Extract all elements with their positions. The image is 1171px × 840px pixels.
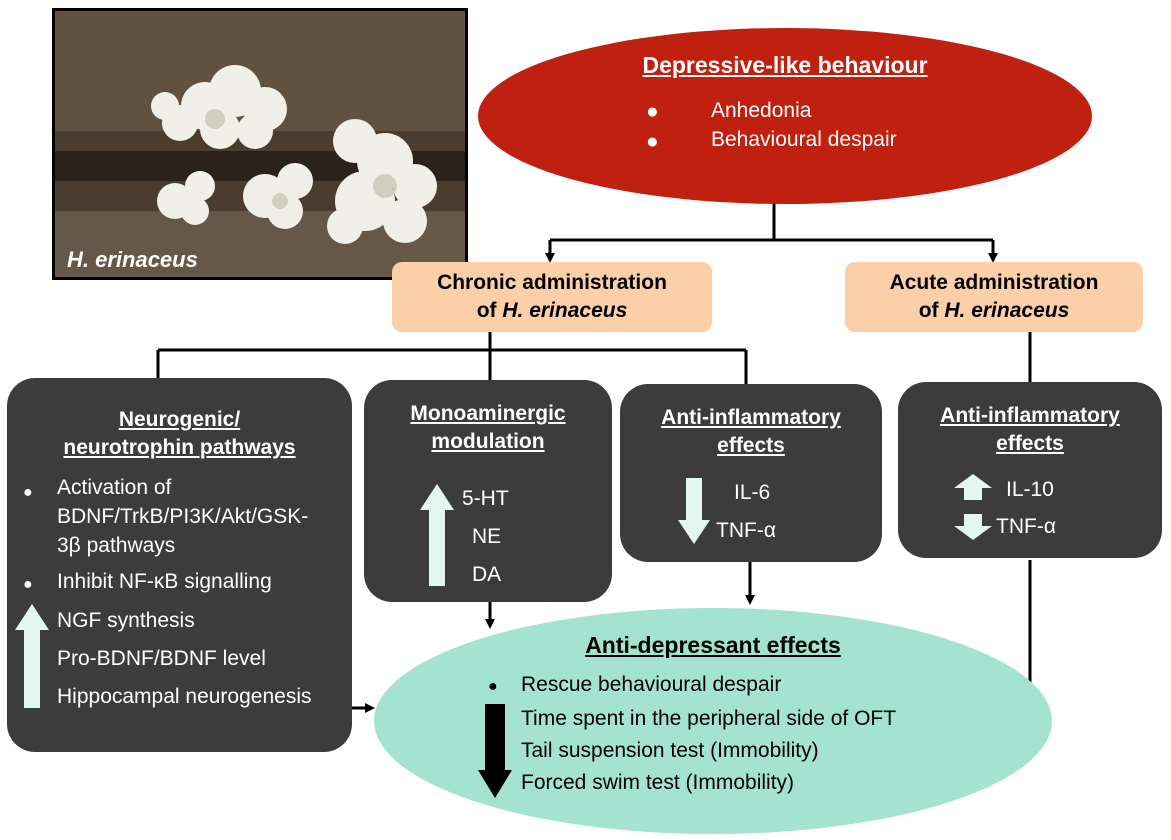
neurogenic-bullet1-line1: Activation of (57, 476, 172, 499)
bullet-icon: ● (23, 484, 33, 501)
neurogenic-bullet2: Inhibit NF-κB signalling (57, 570, 272, 593)
chronic-line2: of H. erinaceus (476, 299, 628, 322)
monoaminergic-title-line1: Monoaminergic (410, 402, 566, 425)
da-label: DA (472, 563, 502, 586)
anti-inflammatory-chronic-box: Anti-inflammatory effects IL-6 TNF-α (620, 384, 882, 562)
acute-administration-box: Acute administration of H. erinaceus (845, 262, 1143, 332)
down-arrow-icon (678, 478, 710, 544)
forced-swim-label: Forced swim test (Immobility) (521, 771, 795, 794)
tnf-alpha-acute-label: TNF-α (996, 515, 1056, 538)
behavioural-despair-label: Behavioural despair (711, 128, 897, 151)
mushroom-photo: H. erinaceus (52, 8, 468, 280)
monoaminergic-title-line2: modulation (431, 430, 545, 453)
mushroom-image (55, 11, 465, 277)
il6-label: IL-6 (734, 481, 771, 504)
chronic-line1: Chronic administration (437, 271, 667, 294)
bullet-icon: ● (646, 130, 659, 153)
bullet-icon: ● (488, 678, 498, 695)
anti-inflam-chronic-title-line1: Anti-inflammatory (661, 406, 841, 429)
monoaminergic-box: Monoaminergic modulation 5-HT NE DA (364, 380, 612, 602)
depressive-behaviour-ellipse (478, 28, 1092, 204)
acute-line1: Acute administration (889, 271, 1099, 294)
down-arrow-icon (478, 704, 512, 798)
neurogenic-title-line1: Neurogenic/ (118, 408, 241, 431)
rescue-despair-label: Rescue behavioural despair (521, 673, 782, 696)
il10-label: IL-10 (1006, 478, 1054, 501)
neurogenic-box: Neurogenic/ neurotrophin pathways ● Acti… (7, 378, 352, 752)
neurogenic-bullet1-line2: BDNF/TrkB/PI3K/Akt/GSK- (57, 505, 309, 528)
ngf-synthesis-label: NGF synthesis (57, 609, 195, 632)
anti-inflam-acute-title-line1: Anti-inflammatory (940, 404, 1120, 427)
neurogenic-bullet1-line3: 3β pathways (57, 534, 176, 557)
pro-bdnf-label: Pro-BDNF/BDNF level (57, 647, 266, 670)
acute-line2: of H. erinaceus (918, 299, 1070, 322)
down-arrow-icon (954, 514, 992, 540)
depressive-behaviour-title: Depressive-like behaviour (642, 52, 928, 78)
neurogenic-title-line2: neurotrophin pathways (63, 436, 296, 459)
up-arrow-icon (954, 474, 992, 500)
chronic-administration-box: Chronic administration of H. erinaceus (392, 262, 712, 332)
anti-inflam-chronic-title-line2: effects (717, 434, 785, 457)
tnf-alpha-chronic-label: TNF-α (716, 519, 776, 542)
bullet-icon: ● (23, 576, 33, 593)
photo-caption: H. erinaceus (67, 247, 198, 272)
ne-label: NE (472, 525, 502, 548)
5ht-label: 5-HT (462, 487, 509, 510)
oft-label: Time spent in the peripheral side of OFT (521, 707, 897, 730)
hippocampal-neurogenesis-label: Hippocampal neurogenesis (57, 685, 312, 708)
up-arrow-icon (15, 604, 49, 708)
bullet-icon: ● (646, 100, 659, 123)
tail-suspension-label: Tail suspension test (Immobility) (521, 739, 819, 762)
anti-inflammatory-acute-box: Anti-inflammatory effects IL-10 TNF-α (898, 382, 1162, 558)
anti-inflam-acute-title-line2: effects (996, 432, 1064, 455)
anhedonia-label: Anhedonia (711, 99, 812, 122)
antidepressant-title: Anti-depressant effects (585, 632, 841, 658)
up-arrow-icon (420, 484, 454, 586)
